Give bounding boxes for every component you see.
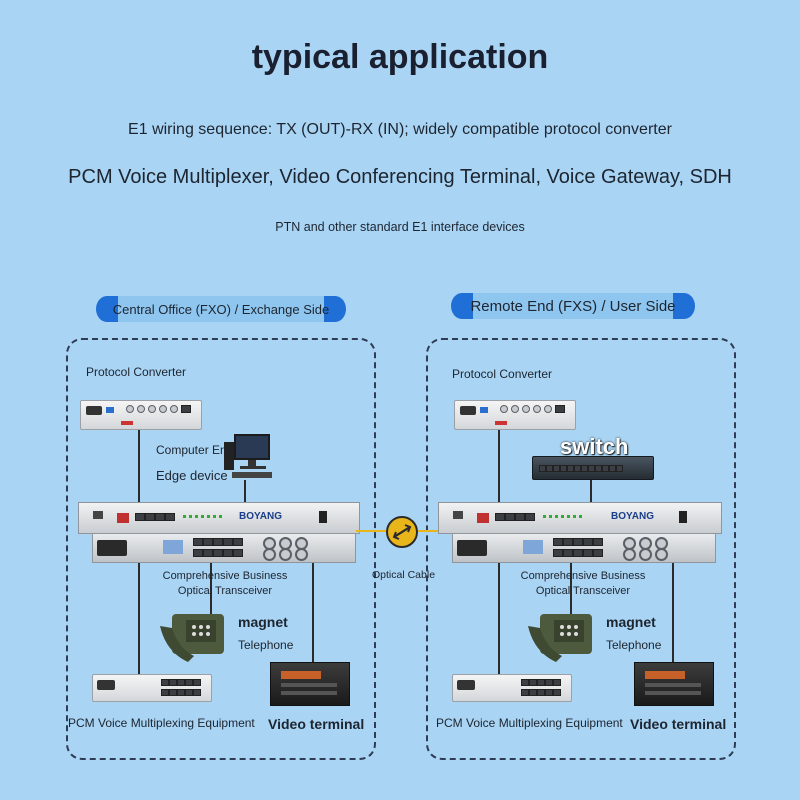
badge-cap-left xyxy=(96,296,118,322)
transceiver-label-left: Comprehensive Business Optical Transceiv… xyxy=(162,570,288,597)
video-label-right: Video terminal xyxy=(630,716,727,732)
central-office-zone xyxy=(66,338,376,760)
remote-end-badge: Remote End (FXS) / User Side xyxy=(451,293,695,319)
optical-transceiver-top-left: BOYANG xyxy=(78,502,360,534)
optical-transceiver-bottom-right xyxy=(452,533,716,563)
computer-icon xyxy=(224,434,272,478)
badge-cap-right xyxy=(324,296,346,322)
protocol-converter-label-right: Protocol Converter xyxy=(452,367,553,381)
link-transceiver-phone-left xyxy=(210,562,212,614)
switch-label: switch xyxy=(560,434,629,459)
brand-label-right: BOYANG xyxy=(611,511,654,522)
edge-device-label: Edge device xyxy=(156,468,228,483)
computer-end-label: Computer End xyxy=(156,443,234,457)
central-office-label: Central Office (FXO) / Exchange Side xyxy=(112,301,330,317)
link-transceiver-video-left xyxy=(312,562,314,662)
pcm-label-left: PCM Voice Multiplexing Equipment xyxy=(68,716,255,730)
pcm-device-right xyxy=(452,674,572,702)
magnet-label-left: magnet xyxy=(238,614,288,630)
page-title: typical application xyxy=(251,38,549,76)
telephone-label-right: Telephone xyxy=(606,638,662,652)
subtitle-devices: PCM Voice Multiplexer, Video Conferencin… xyxy=(68,166,732,188)
protocol-converter-right xyxy=(454,400,576,430)
subtitle-wiring: E1 wiring sequence: TX (OUT)-RX (IN); wi… xyxy=(128,121,672,138)
link-transceiver-video-right xyxy=(672,562,674,662)
magnet-label-right: magnet xyxy=(606,614,656,630)
transceiver-label-right: Comprehensive Business Optical Transceiv… xyxy=(520,570,646,597)
remote-end-label: Remote End (FXS) / User Side xyxy=(470,297,676,315)
telephone-label-left: Telephone xyxy=(238,638,294,652)
link-transceiver-pcm-left xyxy=(138,562,140,674)
optical-cable-icon xyxy=(386,516,418,548)
pcm-label-right: PCM Voice Multiplexing Equipment xyxy=(436,716,623,730)
video-terminal-right xyxy=(634,662,714,706)
network-switch xyxy=(532,456,654,480)
link-switch-right xyxy=(590,478,592,502)
optical-cable-label: Optical Cable xyxy=(372,569,436,581)
telephone-icon-right xyxy=(528,614,592,662)
link-transceiver-phone-right xyxy=(570,562,572,614)
video-label-left: Video terminal xyxy=(268,716,365,732)
link-computer-left xyxy=(244,480,246,502)
protocol-converter-label-left: Protocol Converter xyxy=(86,365,187,379)
pcm-device-left xyxy=(92,674,212,702)
link-converter-transceiver-right xyxy=(498,428,500,502)
video-terminal-left xyxy=(270,662,350,706)
telephone-icon-left xyxy=(160,614,224,662)
protocol-converter-left xyxy=(80,400,202,430)
link-transceiver-pcm-right xyxy=(498,562,500,674)
subtitle-interfaces: PTN and other standard E1 interface devi… xyxy=(275,220,525,234)
central-office-badge: Central Office (FXO) / Exchange Side xyxy=(96,296,346,322)
optical-transceiver-bottom-left xyxy=(92,533,356,563)
remote-end-zone xyxy=(426,338,736,760)
badge-cap-right xyxy=(673,293,695,319)
badge-cap-left xyxy=(451,293,473,319)
link-converter-transceiver-left xyxy=(138,428,140,502)
optical-transceiver-top-right: BOYANG xyxy=(438,502,722,534)
brand-label-left: BOYANG xyxy=(239,511,282,522)
